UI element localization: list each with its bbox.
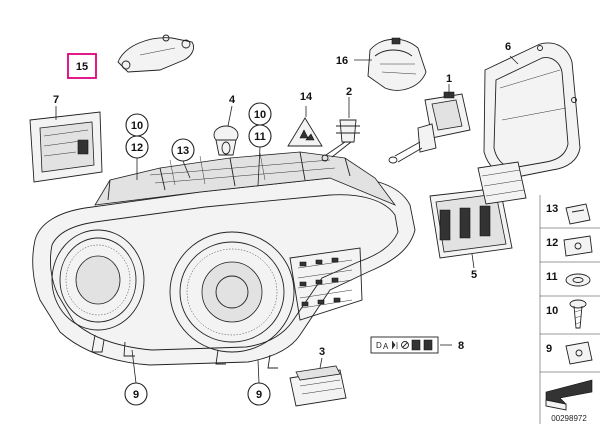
orientation-arrow-icon — [545, 379, 593, 411]
part-16-cap — [367, 37, 427, 91]
part-6-gasket — [483, 42, 581, 179]
part-8-label-plate: D A — [370, 336, 439, 354]
screw-10-icon — [569, 299, 587, 329]
label-9b: 9 — [256, 389, 262, 401]
side-label-10: 10 — [546, 305, 558, 317]
label-14: 14 — [300, 91, 313, 103]
screw-10-left: 10 — [125, 113, 149, 137]
label-3: 3 — [319, 346, 325, 358]
side-label-13: 13 — [546, 203, 558, 215]
label-2: 2 — [346, 86, 352, 98]
screw-11-centre: 11 — [248, 124, 272, 148]
side-label-12: 12 — [546, 237, 558, 249]
label-plate-text-d: D — [376, 341, 382, 350]
label-13: 13 — [177, 145, 189, 157]
label-15-highlight — [67, 53, 97, 79]
label-10b: 10 — [254, 109, 266, 121]
screw-12-left: 12 — [125, 135, 149, 159]
clip-13-icon — [565, 203, 591, 225]
side-label-11: 11 — [546, 271, 558, 283]
part-2-bulb — [321, 119, 360, 162]
grommet-11-icon — [565, 273, 591, 287]
part-14-warning-label — [287, 117, 323, 147]
led-strip — [289, 247, 363, 321]
label-plate-text-a: A — [383, 342, 389, 351]
clip-nut-12-icon — [563, 235, 593, 257]
part-3-ballast — [289, 365, 347, 407]
side-label-9: 9 — [546, 343, 552, 355]
label-7: 7 — [53, 94, 59, 106]
part-5-led-module — [429, 161, 527, 259]
label-12: 12 — [131, 142, 143, 154]
document-number: 00298972 — [551, 414, 587, 423]
part-1-xenon-bulb — [388, 91, 471, 164]
label-11: 11 — [254, 131, 266, 143]
label-5: 5 — [471, 269, 477, 281]
label-9a: 9 — [133, 389, 139, 401]
nut-9-left: 9 — [124, 382, 148, 406]
label-16: 16 — [336, 55, 348, 67]
label-1: 1 — [446, 73, 452, 85]
label-6: 6 — [505, 41, 511, 53]
label-4: 4 — [229, 94, 236, 106]
screw-10-centre: 10 — [248, 102, 272, 126]
part-15-cover — [117, 34, 195, 73]
label-15: 15 — [76, 61, 88, 73]
part-7-module — [29, 111, 103, 183]
headlight-housing — [32, 151, 416, 369]
nut-9-right: 9 — [247, 382, 271, 406]
label-8: 8 — [458, 340, 464, 352]
nut-9-icon — [565, 341, 593, 365]
part-4-bulb — [213, 125, 239, 156]
small-parts-panel: 13 12 11 10 9 — [539, 195, 600, 424]
label-10: 10 — [131, 120, 143, 132]
